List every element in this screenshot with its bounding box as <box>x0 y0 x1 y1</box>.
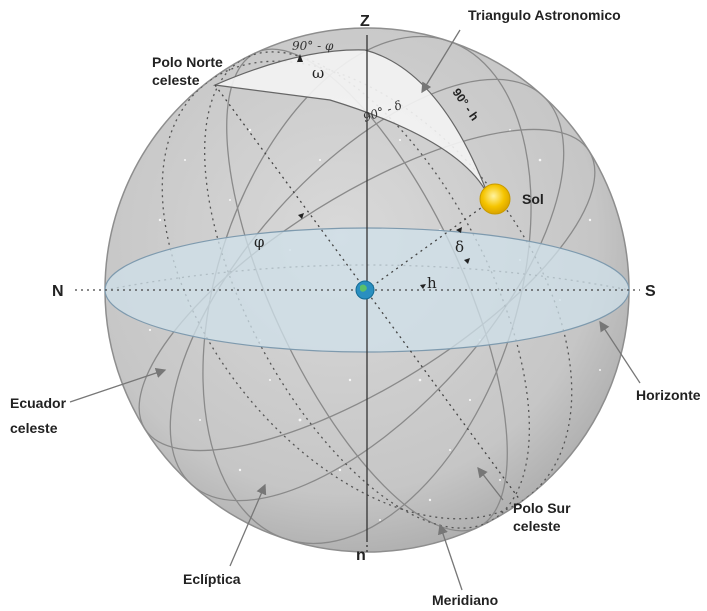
leader-arrows <box>69 29 641 591</box>
sun-icon <box>479 183 511 215</box>
horizon-label: Horizonte <box>636 387 701 403</box>
declination-label: δ <box>455 238 464 256</box>
celestial-equator-circle <box>169 78 565 502</box>
angle-arrows <box>297 54 470 289</box>
triangle-label: Triangulo Astronomico <box>468 7 621 23</box>
zenith-label: Z <box>360 13 370 30</box>
meridian-label: Meridiano <box>432 592 498 608</box>
equator-label-1: Ecuador <box>10 395 67 411</box>
hour-angle-label: ω <box>312 64 324 82</box>
earth-icon <box>355 280 375 300</box>
nadir-label: n <box>356 547 366 564</box>
ecliptic-circle <box>138 128 596 452</box>
pole-south-label-2: celeste <box>513 518 561 534</box>
altitude-label: h <box>427 274 437 292</box>
observer-sun-line <box>366 199 493 291</box>
equator-label-2: celeste <box>10 420 58 436</box>
astronomical-triangle <box>212 49 489 196</box>
colatitude-label: 90° - φ <box>292 39 334 53</box>
latitude-label: φ <box>254 233 265 251</box>
sun-label: Sol <box>522 191 544 207</box>
south-label: S <box>645 283 656 300</box>
pole-north-label-1: Polo Norte <box>152 54 223 70</box>
ecliptic-label: Eclíptica <box>183 571 241 587</box>
pole-south-label-1: Polo Sur <box>513 500 571 516</box>
north-label: N <box>52 283 64 300</box>
celestial-pole-axis <box>214 84 521 501</box>
pole-north-label-2: celeste <box>152 72 200 88</box>
